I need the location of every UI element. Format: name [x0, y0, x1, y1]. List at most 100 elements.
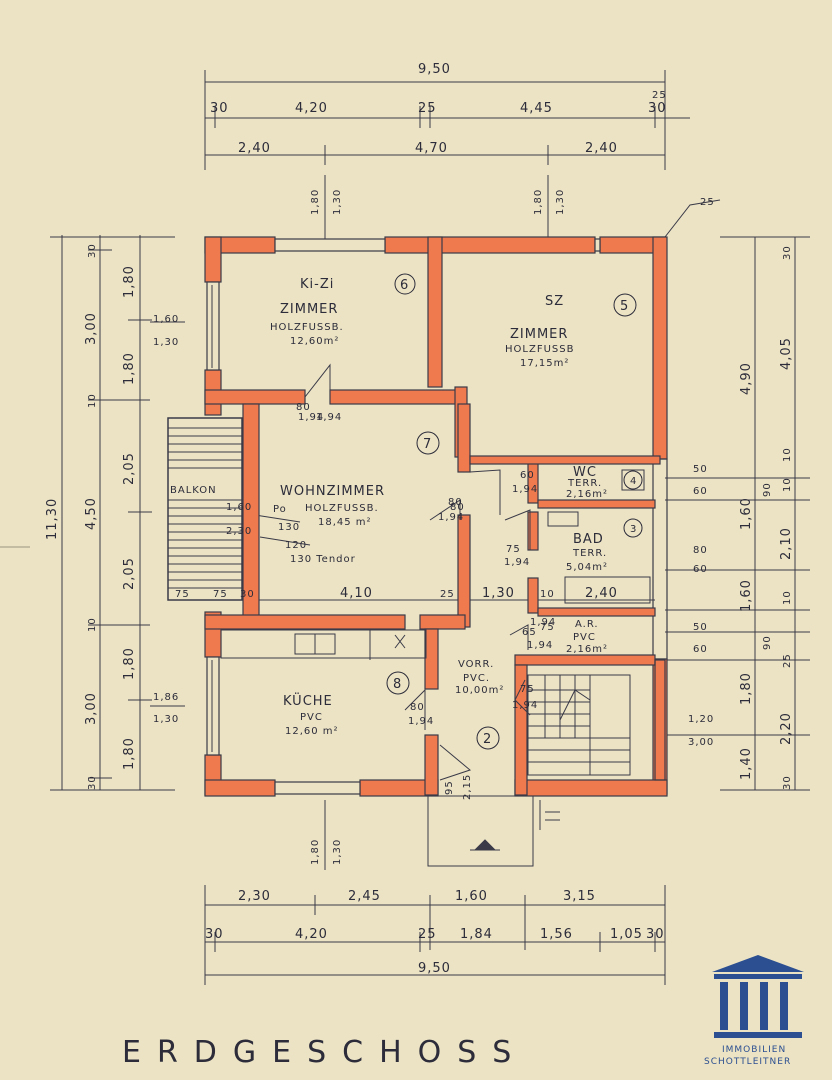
- door-kizi-w: 80: [296, 402, 311, 413]
- door-wohn-h: 1,94: [438, 512, 464, 523]
- dim-mid-0: 75: [175, 589, 190, 600]
- dim-bottom-row2-5: 1,05: [610, 927, 643, 942]
- wohn-name: WOHNZIMMER: [280, 484, 385, 499]
- dim-left-outer-1: 3,00: [84, 312, 99, 345]
- dim-right-outer-8: 30: [782, 775, 793, 790]
- dim-left-inner-5: 1,80: [122, 737, 137, 770]
- company-logo: IMMOBILIEN SCHOTTLEITNER: [704, 955, 804, 1067]
- dim-left-win-top-0: 1,60: [153, 314, 179, 325]
- dim-left-outer-5: 3,00: [84, 692, 99, 725]
- wohn-area: 18,45 m²: [318, 517, 372, 528]
- dim-left-total: 11,30: [45, 498, 60, 540]
- dim-left-win-top-1: 1,30: [153, 337, 179, 348]
- dim-bottom-row1-2: 1,60: [455, 889, 488, 904]
- door-bad-w: 75: [506, 544, 521, 555]
- dim-bottom-row2-4: 1,56: [540, 927, 573, 942]
- dim-bottom-win-1: 1,30: [332, 839, 343, 865]
- bad-number: 3: [630, 524, 637, 535]
- room-sz: SZ 5 ZIMMER HOLZFUSSB 17,15m²: [505, 293, 637, 369]
- kueche-number: 8: [393, 677, 402, 692]
- vorr-number-circle: [476, 726, 500, 750]
- dim-left-inner-3: 2,05: [122, 557, 137, 590]
- entrance: [427, 795, 560, 867]
- sz-number-circle: [613, 293, 637, 317]
- dim-right-outer-5: 10: [782, 590, 793, 605]
- wohn-note-3: 2,30: [226, 526, 252, 537]
- vorr-area: 10,00m²: [455, 685, 504, 696]
- kizi-number: 6: [400, 278, 409, 293]
- door-ar2-h: 1,94: [530, 617, 556, 628]
- dim-right-outer-4: 2,10: [779, 527, 794, 560]
- door-wc-h: 1,94: [512, 484, 538, 495]
- dim-right-outer-0: 30: [782, 245, 793, 260]
- dimension-lines: [50, 70, 810, 985]
- wohn-number-circle: [416, 431, 440, 455]
- bad-number-circle: [623, 518, 643, 538]
- dim-top-row2-0: 2,40: [238, 141, 271, 156]
- dim-top-row1-2: 25: [418, 101, 437, 116]
- dim-right-outer-2: 10: [782, 447, 793, 462]
- door-dims: 80 1,94 80 1,94 60 1,94 75 1,94 80 1,94 …: [296, 402, 556, 800]
- dim-mid-6: 10: [540, 589, 555, 600]
- dim-mid-2: 30: [240, 589, 255, 600]
- door-wc-w: 60: [520, 470, 535, 481]
- dim-right-small-1: 60: [693, 486, 708, 497]
- wohn-note-6: 130 Tendor: [290, 554, 356, 565]
- dim-corner-25: 25: [700, 197, 715, 208]
- dim-right: 30 4,05 10 10 2,10 10 25 2,20 30 4,90 1,…: [688, 245, 794, 790]
- dim-right-outer-1: 4,05: [779, 337, 794, 370]
- dim-right-mid-3: 1,80: [739, 672, 754, 705]
- ar-area: 2,16m²: [566, 644, 608, 655]
- door-kizi-h: 1,94: [316, 412, 342, 423]
- wohn-number: 7: [423, 437, 432, 452]
- wohn-note-5: 120: [285, 540, 307, 551]
- dim-right-mid-4: 1,40: [739, 747, 754, 780]
- logo-column-4: [780, 982, 788, 1030]
- wohn-note-1: 1,60: [226, 502, 252, 513]
- dim-bottom-row2-2: 25: [418, 927, 437, 942]
- balkon: [167, 417, 243, 601]
- dim-top-row1-3: 4,45: [520, 101, 553, 116]
- windows: [206, 238, 666, 795]
- floor-title: ERDGESCHOSS: [122, 1035, 527, 1070]
- dim-right-small-5: 60: [693, 644, 708, 655]
- logo-column-1: [720, 982, 728, 1030]
- bad-name: BAD: [573, 532, 604, 547]
- dim-right-mid-1: 1,60: [739, 497, 754, 530]
- stairs: [527, 674, 631, 776]
- bad-area: 5,04m²: [566, 562, 608, 573]
- sz-label: SZ: [545, 294, 564, 309]
- kizi-floor: HOLZFUSSB.: [270, 322, 344, 333]
- wc-number: 4: [630, 476, 637, 487]
- door-ar2-w: 75: [540, 622, 555, 633]
- dim-bottom-row1-3: 3,15: [563, 889, 596, 904]
- walls: [204, 236, 668, 797]
- vorr-number: 2: [483, 732, 492, 747]
- kizi-area: 12,60m²: [290, 336, 339, 347]
- kueche-number-circle: [386, 671, 410, 695]
- dim-top-total: 9,50: [418, 62, 451, 77]
- wohn-note-2: Po: [273, 504, 287, 515]
- sz-number: 5: [620, 299, 629, 314]
- dim-right-mid-2: 1,60: [739, 579, 754, 612]
- dim-top-row1-4: 30: [648, 101, 667, 116]
- room-kueche: 8 KÜCHE PVC 12,60 m²: [283, 671, 410, 737]
- dim-left-inner-1: 1,80: [122, 352, 137, 385]
- door-entry-w: 95: [444, 780, 455, 795]
- dim-right-outer-7: 2,20: [779, 712, 794, 745]
- logo-frieze: [714, 974, 802, 979]
- ar-name: A.R.: [575, 619, 599, 630]
- room-wc: WC TERR. 2,16m² 4: [566, 465, 643, 500]
- dim-right-small-7: 3,00: [688, 737, 714, 748]
- kueche-floor: PVC: [300, 712, 323, 723]
- dim-top-row2-1: 4,70: [415, 141, 448, 156]
- dim-bottom-row2-6: 30: [646, 927, 665, 942]
- dim-top-row1-1: 4,20: [295, 101, 328, 116]
- door-stair-h: 1,94: [512, 700, 538, 711]
- door-ar-h: 1,94: [527, 640, 553, 651]
- room-kizi: Ki-Zi 6 ZIMMER HOLZFUSSB. 12,60m²: [270, 273, 416, 347]
- dim-left-win-bot-0: 1,86: [153, 692, 179, 703]
- kitchen-counter: [220, 629, 427, 660]
- dim-right-x-1: 90: [762, 635, 773, 650]
- dim-top-row1-0: 30: [210, 101, 229, 116]
